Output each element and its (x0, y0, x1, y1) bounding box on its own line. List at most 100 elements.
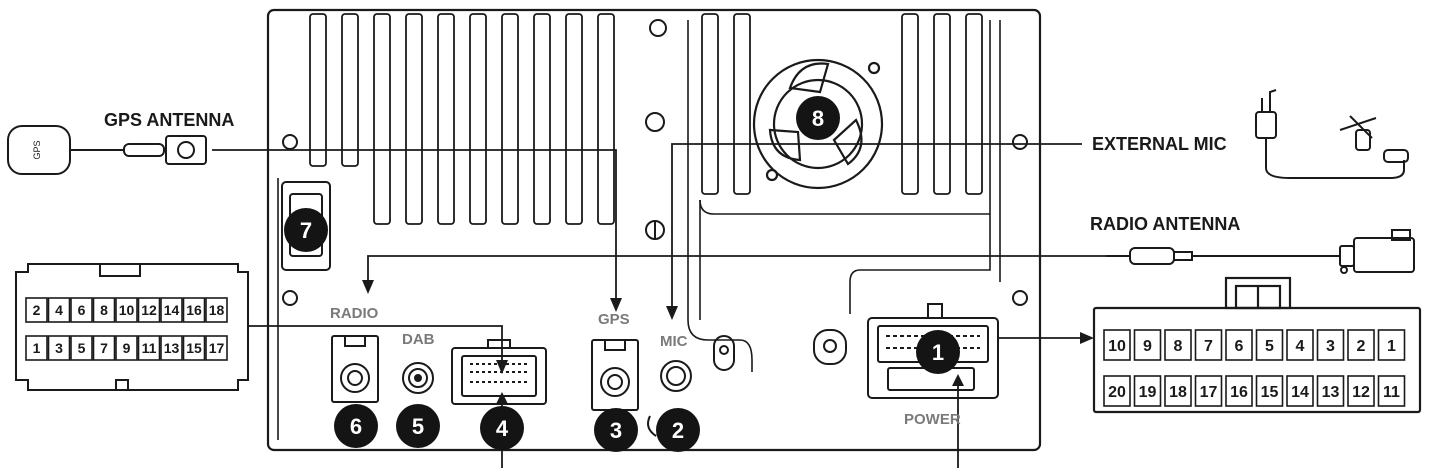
pin-box (1255, 375, 1284, 407)
chassis-inner-lines (277, 20, 1001, 440)
badge-2-label: 2 (672, 418, 684, 443)
pin-number: 2 (33, 302, 41, 318)
gps-port-label: GPS (598, 311, 630, 328)
pin-number: 7 (1204, 338, 1213, 355)
pin-cell: 3 (1316, 329, 1345, 361)
pin-box (1225, 329, 1253, 361)
pin-box (1347, 375, 1375, 407)
power-port-label: POWER (904, 411, 961, 428)
badge-6: 6 (334, 404, 378, 448)
chassis-outline (266, 8, 1042, 452)
pin-cell: 5 (1255, 329, 1284, 361)
pin-cell: 13 (160, 335, 183, 361)
pin-cell: 6 (70, 297, 93, 323)
pin-cell: 6 (1225, 329, 1253, 361)
pin-number: 18 (1169, 384, 1187, 401)
pin-box (92, 335, 116, 361)
pin-cell: 7 (1194, 329, 1223, 361)
pin-cell: 18 (205, 297, 228, 323)
pin-number: 11 (142, 340, 157, 356)
right-connector (1092, 276, 1422, 414)
badge-7: 7 (284, 208, 328, 252)
external-mic-label: EXTERNAL MIC (1092, 134, 1227, 154)
pin-box (47, 335, 71, 361)
pin-number: 20 (1108, 384, 1126, 401)
pin-cell: 9 (1133, 329, 1162, 361)
pin-box (1347, 329, 1375, 361)
pin-box (1194, 375, 1223, 407)
pin-box (1377, 329, 1406, 361)
pin-box (1164, 329, 1192, 361)
pin-cell: 16 (1225, 375, 1253, 407)
pin-number: 1 (1387, 338, 1396, 355)
pin-cell: 15 (1255, 375, 1284, 407)
badge-5: 5 (396, 404, 440, 448)
line-radio (367, 255, 1106, 288)
line-gps (212, 149, 617, 306)
pin-number: 13 (1322, 384, 1340, 401)
radio-antenna-label: RADIO ANTENNA (1090, 214, 1240, 234)
pin-cell: 15 (182, 335, 206, 361)
pin-box (1133, 375, 1162, 407)
pin-number: 19 (1139, 384, 1157, 401)
pin-number: 17 (209, 340, 225, 356)
main-harness-port (451, 339, 547, 405)
pin-box (1133, 329, 1162, 361)
pin-box (1103, 375, 1131, 407)
badge-8: 8 (796, 96, 840, 140)
radio-antenna-plug (1106, 229, 1415, 274)
pin-box (1316, 329, 1345, 361)
pin-cell: 3 (47, 335, 71, 361)
pin-box (1194, 329, 1223, 361)
dab-port-label: DAB (402, 331, 435, 348)
pin-cell: 1 (1377, 329, 1406, 361)
external-microphone (1255, 89, 1409, 179)
ground-post (713, 329, 847, 371)
connection-lines (212, 143, 1106, 468)
pin-cell: 10 (1103, 329, 1131, 361)
pin-number: 14 (164, 302, 180, 318)
pin-box (1316, 375, 1345, 407)
pin-number: 4 (1296, 338, 1305, 355)
pin-box (137, 335, 161, 361)
dab-port (402, 362, 434, 394)
pin-box (25, 335, 48, 361)
pin-box (137, 297, 161, 323)
badge-6-label: 6 (350, 414, 362, 439)
pin-number: 12 (141, 302, 157, 318)
badge-5-label: 5 (412, 414, 424, 439)
pin-cell: 12 (137, 297, 161, 323)
pin-number: 7 (100, 340, 108, 356)
radio-port-label: RADIO (330, 305, 379, 322)
arrowheads (362, 280, 1094, 404)
pin-number: 12 (1352, 384, 1370, 401)
line-harness-left (248, 325, 503, 360)
line-mic (671, 143, 1082, 314)
badge-1-label: 1 (932, 340, 944, 365)
pin-number: 17 (1200, 384, 1218, 401)
pin-box (1225, 375, 1253, 407)
pin-number: 15 (186, 340, 202, 356)
pin-number: 3 (1326, 338, 1335, 355)
pin-box (1286, 375, 1314, 407)
pin-cell: 11 (1377, 375, 1406, 407)
screw-holes (282, 19, 1028, 306)
mic-port (647, 360, 692, 437)
pin-box (115, 335, 138, 361)
pin-cell: 17 (205, 335, 228, 361)
pin-box (182, 335, 206, 361)
gps-antenna: GPS (7, 125, 207, 175)
pin-box (182, 297, 206, 323)
pin-number: 10 (119, 302, 135, 318)
pin-number: 8 (100, 302, 108, 318)
pin-box (160, 297, 183, 323)
pin-number: 4 (55, 302, 63, 318)
pin-number: 9 (1143, 338, 1152, 355)
pin-number: 5 (1265, 338, 1274, 355)
